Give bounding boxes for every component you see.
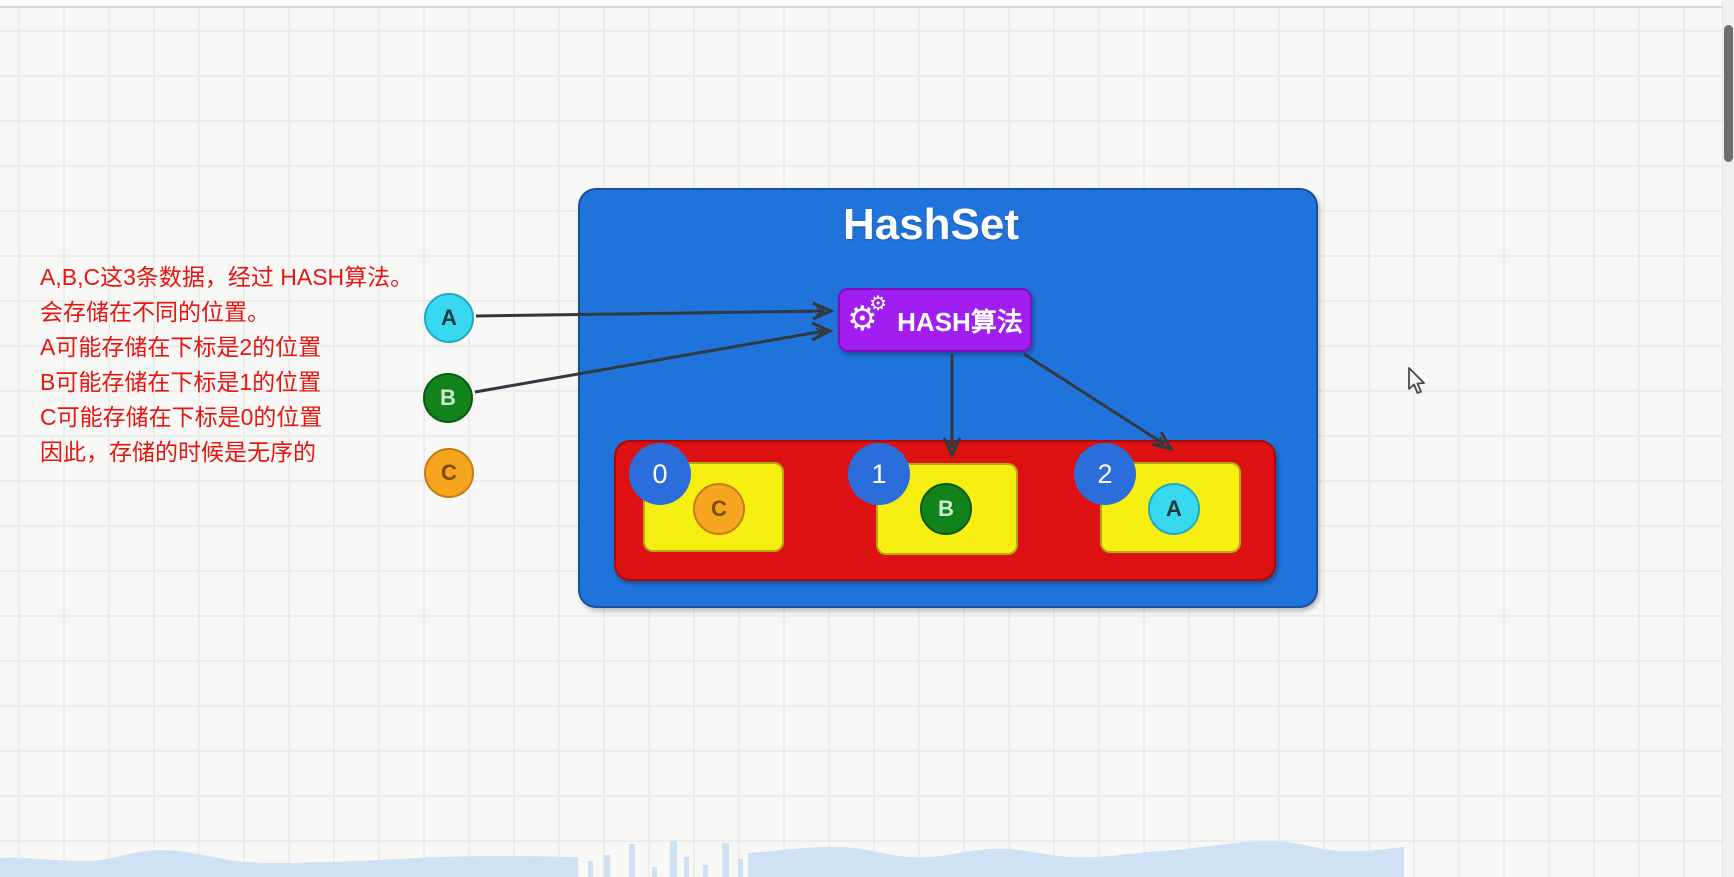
bucket-value-label: C	[711, 496, 727, 521]
input-circle-b: B	[423, 373, 473, 423]
hashset-title: HashSet	[842, 200, 1020, 249]
annotation-line: B可能存储在下标是1的位置	[40, 369, 322, 395]
annotation-line: 因此，存储的时候是无序的	[40, 439, 316, 465]
hash-algorithm-box: ⚙⚙ HASH算法	[838, 288, 1032, 352]
index-badge-2: 2	[1074, 443, 1136, 505]
index-badge-label: 0	[652, 458, 668, 489]
hash-algorithm-label: HASH算法	[897, 306, 1023, 337]
index-badge-label: 1	[871, 458, 887, 489]
input-label-a: A	[441, 305, 457, 330]
index-badge-0: 0	[629, 443, 691, 505]
input-label-b: B	[440, 385, 456, 410]
annotation-line: 会存储在不同的位置。	[40, 299, 270, 325]
arrow-cursor-icon	[1408, 367, 1425, 394]
bucket-value-c: C	[693, 483, 745, 535]
audio-waveform[interactable]	[0, 831, 1404, 877]
annotation-line: C可能存储在下标是0的位置	[40, 404, 323, 430]
annotation-line: A可能存储在下标是2的位置	[40, 334, 322, 360]
input-circle-c: C	[424, 448, 474, 498]
bucket-value-label: A	[1166, 496, 1182, 521]
annotation-text: A,B,C这3条数据，经过 HASH算法。 会存储在不同的位置。 A可能存储在下…	[40, 260, 520, 470]
scrollbar-track[interactable]	[1722, 0, 1734, 877]
bucket-value-label: B	[938, 496, 954, 521]
index-badge-label: 2	[1097, 458, 1113, 489]
bucket-value-a: A	[1148, 483, 1200, 535]
top-border-line	[0, 0, 1734, 8]
bucket-value-b: B	[920, 483, 972, 535]
input-label-c: C	[441, 460, 457, 485]
gears-icon: ⚙⚙	[847, 293, 888, 338]
scrollbar-thumb[interactable]	[1724, 25, 1733, 162]
input-circle-a: A	[424, 293, 474, 343]
annotation-line: A,B,C这3条数据，经过 HASH算法。	[40, 264, 414, 290]
index-badge-1: 1	[848, 443, 910, 505]
